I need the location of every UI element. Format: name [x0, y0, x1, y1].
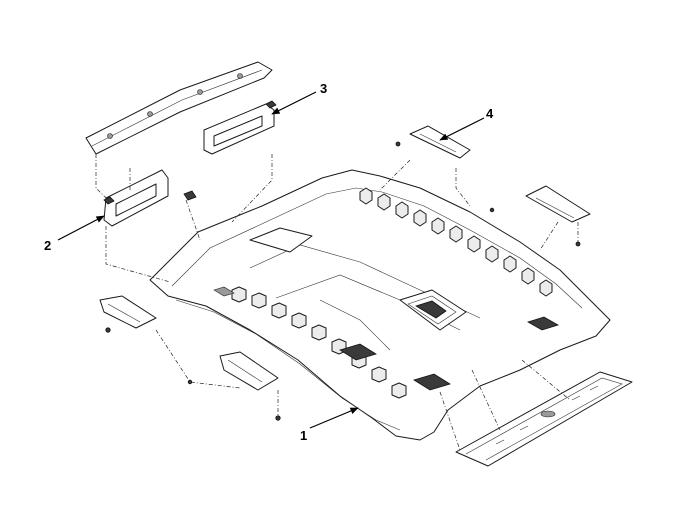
- sunvisor-left: [103, 169, 169, 227]
- rear-trim-strip: [455, 371, 633, 467]
- callout-2: 2: [44, 215, 105, 253]
- sunvisor-bracket: [85, 61, 273, 155]
- callout-3: 3: [271, 81, 327, 115]
- callout-4-label: 4: [486, 106, 494, 121]
- callout-1: 1: [300, 407, 359, 443]
- callout-4: 4: [439, 106, 494, 141]
- callout-1-label: 1: [300, 428, 307, 443]
- assist-handle-bracket-left-rear: [219, 351, 281, 421]
- callout-2-label: 2: [44, 238, 51, 253]
- assist-handle-bracket-right: [525, 185, 591, 247]
- assist-handle-bracket-rear: [395, 125, 471, 159]
- callout-3-label: 3: [320, 81, 327, 96]
- clip: [183, 190, 495, 385]
- headlining-panel: [149, 169, 611, 441]
- assembly-lines: [95, 154, 579, 451]
- sunvisor-right: [203, 100, 277, 155]
- assist-handle-bracket-left-front: [99, 295, 157, 333]
